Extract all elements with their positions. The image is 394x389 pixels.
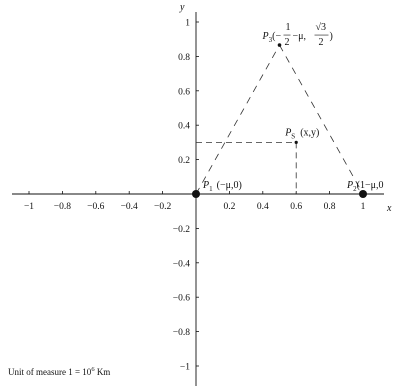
point-p3-coords-suffix: )	[330, 31, 333, 42]
y-tick-label: −0.6	[173, 294, 190, 304]
y-tick-label: −1	[180, 363, 190, 373]
x-tick-label: 1	[361, 202, 366, 212]
unit-footnote-text: Unit of measure 1 = 10	[8, 367, 92, 377]
point-p3-coords-mid: −μ,	[293, 31, 307, 42]
y-tick-label: −0.4	[173, 259, 190, 269]
y-axis-ticks: 1 0.8 0.6 0.4 0.2 −0.2 −0.4 −0.6 −0.8 −1	[173, 19, 199, 373]
point-p1-label: P1 (−μ,0)	[202, 180, 242, 193]
point-ps-name: P	[284, 127, 291, 138]
point-p3-frac2-numerator: √3	[316, 22, 327, 33]
triangle-edge-p3-p2	[279, 44, 364, 195]
point-p2-coords: (1−μ,0	[357, 180, 384, 191]
point-ps-coords: (x,y)	[300, 127, 319, 138]
x-tick-label: −0.4	[121, 202, 138, 212]
x-tick-label: 0.2	[223, 202, 235, 212]
point-p1-marker	[192, 190, 200, 198]
x-tick-label: −0.2	[154, 202, 171, 212]
y-tick-label: 0.2	[178, 156, 190, 166]
point-p3-frac1-denominator: 2	[285, 37, 290, 48]
unit-footnote: Unit of measure 1 = 106 Km	[8, 366, 110, 377]
point-ps-marker	[294, 140, 298, 144]
x-tick-label: −0.6	[87, 202, 104, 212]
point-p1-coords: (−μ,0)	[217, 180, 242, 191]
axes: x y	[12, 2, 392, 386]
point-p2-label: P2(1−μ,0	[346, 180, 383, 193]
point-p1-subscript: 1	[209, 185, 213, 193]
y-tick-label: 0.8	[178, 53, 190, 63]
point-labels: P1(−μ,0) P2(1−μ,0 PS(x,y) P3(− 1 2 −μ, √…	[202, 22, 383, 193]
point-p2-marker	[359, 190, 367, 198]
point-p3-frac1-numerator: 1	[286, 22, 291, 33]
x-axis-name: x	[386, 203, 392, 214]
point-p3-subscript: 3	[269, 36, 273, 44]
x-tick-label: −0.8	[54, 202, 71, 212]
y-axis-name: y	[179, 2, 185, 13]
point-p3-head: P3(−	[262, 31, 282, 44]
point-p1-name: P	[202, 180, 209, 191]
y-tick-label: 1	[185, 19, 190, 29]
points	[192, 43, 367, 198]
x-tick-label: 0.6	[290, 202, 302, 212]
point-p3-name: P	[262, 31, 269, 42]
y-tick-label: −0.8	[173, 328, 190, 338]
point-ps-label: PS (x,y)	[284, 127, 319, 140]
unit-footnote-unit: Km	[95, 367, 111, 377]
construction-lines	[195, 44, 364, 195]
y-tick-label: −0.2	[173, 225, 190, 235]
x-tick-label: −1	[24, 202, 34, 212]
unit-footnote-exponent: 6	[91, 366, 95, 373]
y-tick-label: 0.6	[178, 87, 190, 97]
point-p3-coords-prefix: (−	[272, 31, 281, 42]
point-ps-subscript: S	[291, 132, 295, 140]
point-p3-marker	[277, 43, 282, 47]
y-tick-label: 0.4	[178, 122, 190, 132]
point-p3-frac2-denominator: 2	[319, 37, 324, 48]
point-p2-subscript: 2	[353, 185, 357, 193]
point-p2-name: P	[346, 180, 353, 191]
point-p3-label: P3(− 1 2 −μ, √3 2 )	[262, 22, 333, 48]
triangle-edge-p1-p3	[195, 44, 280, 195]
x-tick-label: 0.4	[257, 202, 269, 212]
x-tick-label: 0.8	[324, 202, 336, 212]
x-axis-ticks: −1 −0.8 −0.6 −0.4 −0.2 0.2 0.4 0.6 0.8 1	[24, 191, 366, 212]
